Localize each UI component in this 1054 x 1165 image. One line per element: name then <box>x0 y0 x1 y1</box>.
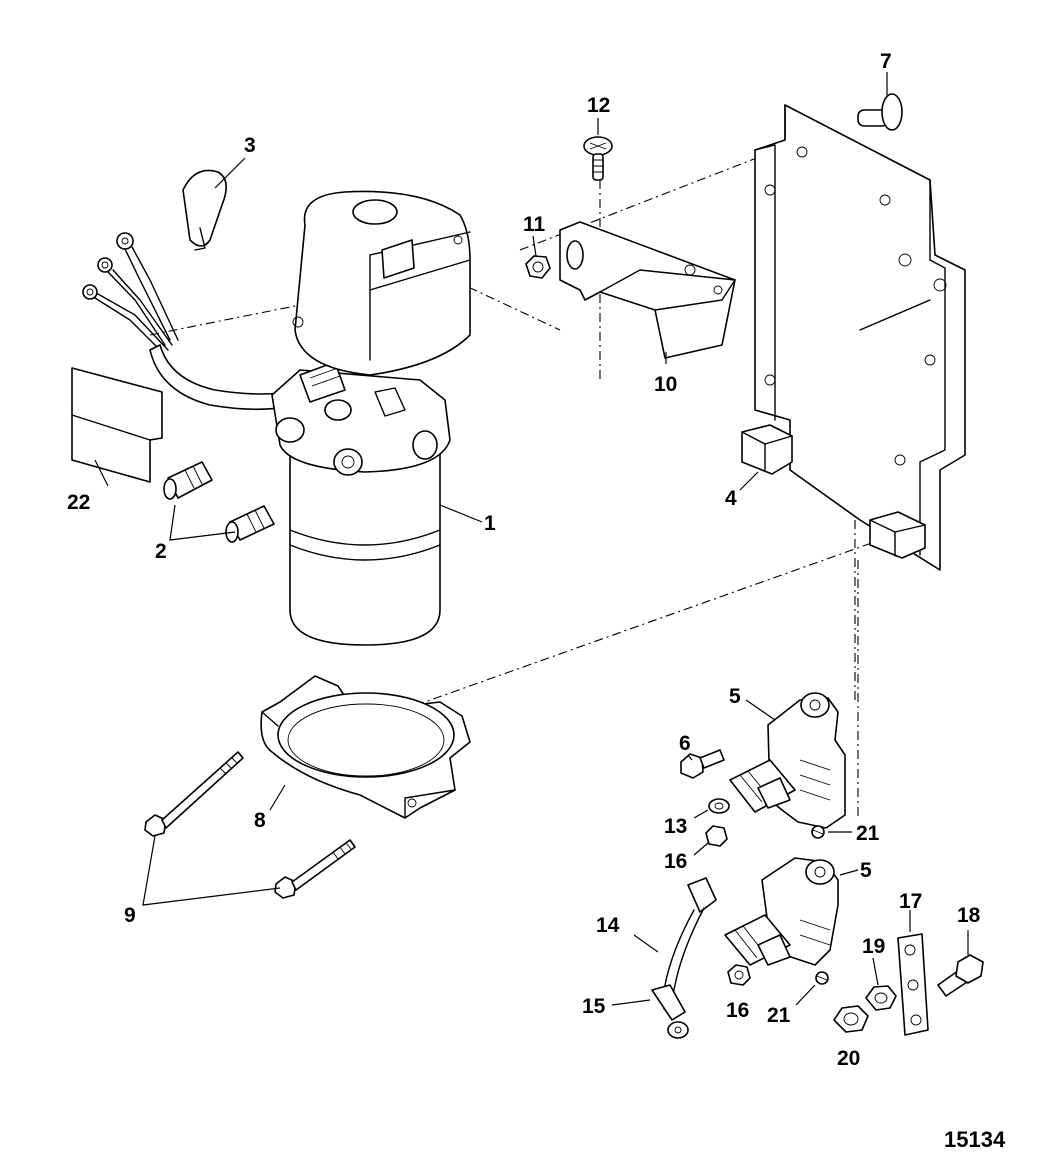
part-1-pump-motor <box>271 190 471 646</box>
callout-19: 19 <box>862 935 885 958</box>
figure-number: 15134 <box>944 1127 1006 1152</box>
part-16-nut-upper <box>705 825 728 847</box>
part-17-link-bar <box>897 933 929 1036</box>
callout-4: 4 <box>725 487 737 510</box>
callout-13: 13 <box>664 815 687 838</box>
callout-8: 8 <box>254 809 266 832</box>
wire-harness <box>82 232 303 411</box>
part-18-bolt <box>937 954 984 997</box>
callout-11: 11 <box>523 213 546 236</box>
part-5-solenoid-lower <box>724 857 839 966</box>
callout-labels: 1 2 3 4 5 5 6 7 8 9 10 11 12 13 14 15 16… <box>67 50 1006 1152</box>
callout-9: 9 <box>124 904 136 927</box>
callout-6: 6 <box>679 732 691 755</box>
callout-1: 1 <box>484 512 496 535</box>
callout-3: 3 <box>244 134 256 157</box>
callout-21-upper: 21 <box>856 822 880 845</box>
part-12-screw <box>583 136 613 181</box>
part-21-nut-lower <box>815 971 829 985</box>
callout-5-upper: 5 <box>729 685 741 708</box>
callout-12: 12 <box>587 94 610 117</box>
callout-22: 22 <box>67 491 90 514</box>
callout-2: 2 <box>155 540 167 563</box>
part-9-bolts <box>144 751 356 899</box>
part-5-solenoid-upper <box>729 692 846 829</box>
part-21-nut-upper <box>811 825 825 839</box>
callout-17: 17 <box>899 890 922 913</box>
part-19-nut <box>865 985 897 1011</box>
part-11-nut <box>525 255 551 279</box>
callout-14: 14 <box>596 914 620 937</box>
part-4-mounting-plate <box>741 104 966 571</box>
callout-15: 15 <box>582 995 606 1018</box>
part-3-boot <box>182 169 227 251</box>
callout-18: 18 <box>957 904 981 927</box>
part-6-bolt <box>680 749 725 779</box>
part-22-pad <box>71 367 163 483</box>
part-14-15-cable <box>651 877 717 1039</box>
callout-10: 10 <box>654 373 677 396</box>
callout-21-lower: 21 <box>767 1004 791 1027</box>
part-2-fittings <box>163 461 275 543</box>
part-16-nut-lower <box>727 964 751 986</box>
leader-lines <box>94 72 969 1006</box>
part-10-bracket <box>559 221 736 359</box>
callout-7: 7 <box>880 50 892 73</box>
callout-20: 20 <box>837 1047 860 1070</box>
callout-5-lower: 5 <box>860 859 872 882</box>
part-20-nut <box>833 1005 869 1033</box>
part-7-rivet <box>857 93 903 131</box>
part-8-clamp-ring <box>260 675 471 819</box>
callout-16-upper: 16 <box>664 850 687 873</box>
part-13-washer <box>708 798 730 814</box>
callout-16-lower: 16 <box>726 999 749 1022</box>
